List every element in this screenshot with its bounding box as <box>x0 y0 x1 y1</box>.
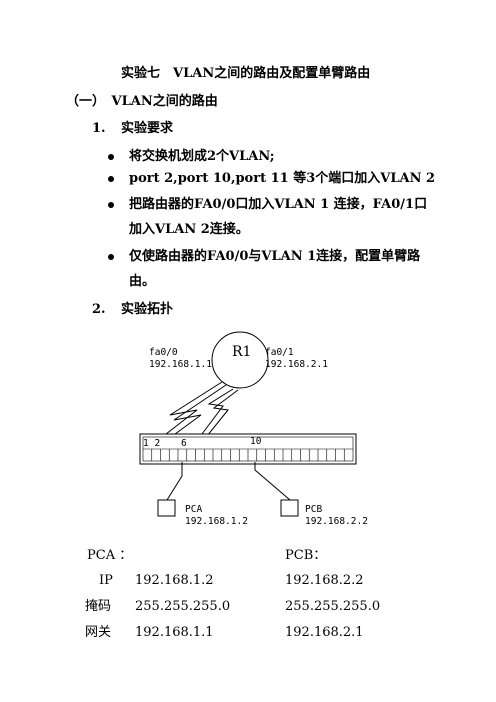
link-fa0-1 <box>189 388 234 451</box>
left-interface-ip: 192.168.1.1 <box>149 359 212 370</box>
pcb-icon <box>280 499 299 517</box>
bullet-dot <box>108 176 114 182</box>
pca-ip: 192.168.1.2 <box>185 516 248 527</box>
pca-ip-value: 192.168.1.2 <box>135 573 214 588</box>
row-label-mask: 掩码 <box>85 599 112 614</box>
port-label-6: 6 <box>181 438 187 449</box>
pcb-gateway-value: 192.168.2.1 <box>285 625 364 640</box>
pcb-mask-value: 255.255.255.0 <box>285 599 381 614</box>
cable-pca <box>166 462 183 501</box>
pcb-heading: PCB： <box>285 548 327 563</box>
router-label: R1 <box>232 344 251 360</box>
subsection-number: 2. <box>92 302 106 317</box>
port-label-10: 10 <box>250 436 262 447</box>
pca-icon <box>157 499 176 517</box>
link-fa0-0-edge <box>151 384 227 452</box>
row-label-ip: IP <box>99 573 113 588</box>
row-label-gateway: 网关 <box>85 625 112 640</box>
switch-ports <box>143 448 353 461</box>
subsection-title: 实验要求 <box>121 121 174 136</box>
left-interface-label: fa0/0 <box>149 347 178 358</box>
bullet-dot <box>108 254 114 260</box>
bullet-dot <box>108 202 114 208</box>
bullet-text: 将交换机划成2个VLAN; <box>129 149 275 164</box>
section-heading: （一） VLAN之间的路由 <box>66 94 218 109</box>
pca-gateway-value: 192.168.1.1 <box>135 625 214 640</box>
pcb-ip: 192.168.2.2 <box>305 516 368 527</box>
right-interface-ip: 192.168.2.1 <box>265 359 328 370</box>
subsection-title: 实验拓扑 <box>121 302 174 317</box>
pca-mask-value: 255.255.255.0 <box>135 599 231 614</box>
page-title: 实验七 VLAN之间的路由及配置单臂路由 <box>121 66 371 81</box>
port-label-1-2: 1 2 <box>143 438 160 449</box>
pca-label: PCA <box>185 504 202 515</box>
link-fa0-1-edge <box>194 389 239 452</box>
bullet-text-continued: 由。 <box>129 274 156 289</box>
router-circle <box>211 331 269 389</box>
bullet-text: port 2,port 10,port 11 等3个端口加入VLAN 2 <box>129 171 436 186</box>
bullet-text-continued: 加入VLAN 2连接。 <box>129 222 249 237</box>
cable-pcb <box>254 462 291 501</box>
bullet-dot <box>108 154 114 160</box>
bullet-text: 仅使路由器的FA0/0与VLAN 1连接，配置单臂路 <box>129 249 421 264</box>
subsection-number: 1. <box>92 121 106 136</box>
pcb-ip-value: 192.168.2.2 <box>285 573 364 588</box>
bullet-text: 把路由器的FA0/0口加入VLAN 1 连接，FA0/1口 <box>129 197 428 212</box>
right-interface-label: fa0/1 <box>265 347 294 358</box>
link-fa0-0 <box>147 381 223 449</box>
pca-heading: PCA ： <box>87 548 133 563</box>
pcb-label: PCB <box>305 504 322 515</box>
